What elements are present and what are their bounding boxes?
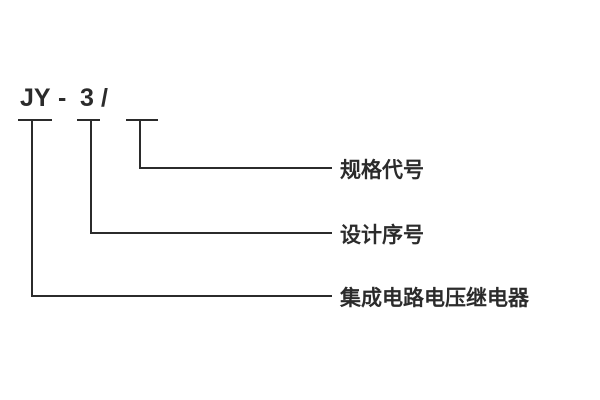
model-series-text: 3 xyxy=(80,84,94,112)
product-name-label: 集成电路电压继电器 xyxy=(340,287,529,310)
underline-series xyxy=(77,119,100,121)
leader-line-spec-code xyxy=(139,121,332,169)
underline-prefix xyxy=(18,119,52,121)
leader-line-design-serial xyxy=(90,121,332,234)
design-serial-label: 设计序号 xyxy=(340,224,424,247)
underline-spec-blank xyxy=(126,119,158,121)
model-prefix-text: JY xyxy=(20,84,51,112)
leader-line-product-name xyxy=(31,121,332,297)
model-dash-text: - xyxy=(58,84,67,112)
model-slash-text: / xyxy=(101,84,108,112)
spec-code-label: 规格代号 xyxy=(340,159,424,182)
